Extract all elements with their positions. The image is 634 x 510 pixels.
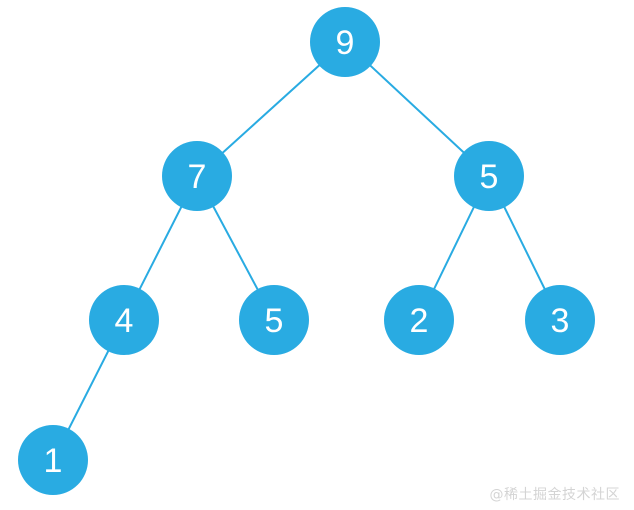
tree-node[interactable]: 4 (89, 285, 159, 355)
tree-node[interactable]: 3 (525, 285, 595, 355)
tree-node-label: 2 (410, 302, 429, 340)
tree-node[interactable]: 7 (162, 141, 232, 211)
tree-node[interactable]: 5 (239, 285, 309, 355)
tree-node-label: 5 (265, 302, 284, 340)
tree-edges-group (52, 41, 561, 461)
tree-node[interactable]: 1 (18, 425, 88, 495)
tree-nodes-group: 9 7 5 4 5 2 3 1 (18, 7, 595, 495)
tree-node[interactable]: 9 (310, 7, 380, 77)
tree-node-circle[interactable] (18, 425, 88, 495)
tree-node-label: 1 (44, 442, 63, 480)
tree-node[interactable]: 2 (384, 285, 454, 355)
tree-node-circle[interactable] (454, 141, 524, 211)
tree-node[interactable]: 5 (454, 141, 524, 211)
tree-node-label: 3 (551, 302, 570, 340)
tree-node-label: 7 (188, 158, 207, 196)
watermark-text: @稀土掘金技术社区 (489, 487, 620, 503)
tree-node-label: 4 (115, 302, 134, 340)
tree-node-circle[interactable] (384, 285, 454, 355)
tree-node-circle[interactable] (525, 285, 595, 355)
tree-node-circle[interactable] (89, 285, 159, 355)
tree-node-label: 9 (336, 24, 355, 62)
tree-node-circle[interactable] (239, 285, 309, 355)
tree-node-label: 5 (480, 158, 499, 196)
tree-node-circle[interactable] (310, 7, 380, 77)
tree-node-circle[interactable] (162, 141, 232, 211)
